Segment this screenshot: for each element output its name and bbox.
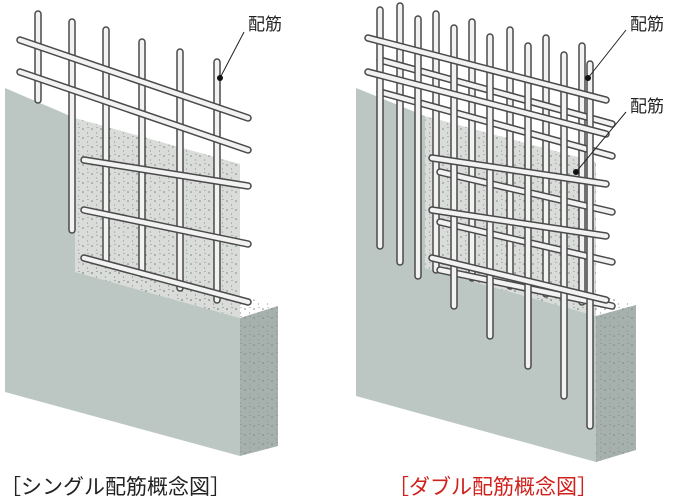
double-front-vertical-bars [376,6,594,430]
rebar-horizontal [80,156,252,190]
single-rebar-wall: 配筋 ［シングル配筋概念図］ [0,10,282,499]
wall-side-speckle [240,306,278,456]
double-label-leader-back [575,111,627,173]
wall-front-face [5,88,240,456]
rebar-horizontal-front [428,154,610,188]
rebar-horizontal [16,36,252,122]
rebar-horizontal-front [364,68,610,138]
wall-top-speckle [75,262,278,318]
rebar-horizontal-front [428,206,610,240]
double-label-dot-front [585,75,591,81]
rebar-horizontal [16,68,252,154]
double-front-horizontal-bars [364,34,610,304]
wall-side-speckle [596,305,636,462]
rebar-horizontal [80,206,252,248]
double-rebar-label-front: 配筋 [630,15,664,35]
single-horizontal-bars [16,36,252,306]
double-label-dot-back [573,169,579,175]
double-rebar-label-back: 配筋 [630,97,664,117]
double-rebar-wall: 配筋 配筋 ［ダブル配筋概念図］ [356,2,664,499]
double-caption: ［ダブル配筋概念図］ [388,475,598,499]
single-label-leader [219,31,245,79]
single-rebar-label: 配筋 [248,15,282,35]
rebar-horizontal [80,254,252,306]
rebar-horizontal-front [428,254,610,304]
rebar-horizontal-front [364,34,610,104]
single-label-dot [217,75,223,81]
double-label-leader-front [587,29,627,79]
single-caption: ［シングル配筋概念図］ [0,475,231,499]
